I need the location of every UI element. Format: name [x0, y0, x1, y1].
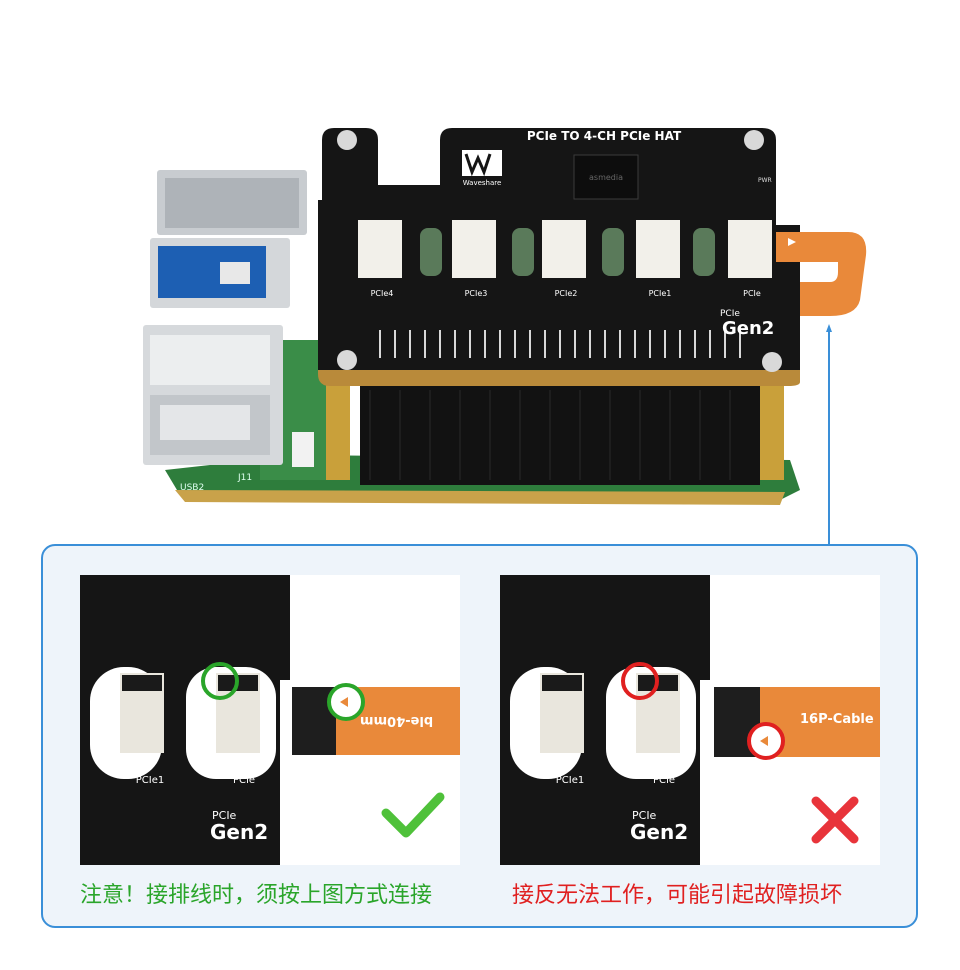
screw: [762, 352, 782, 372]
caption-correct: 注意！接排线时，须按上图方式连接: [80, 883, 433, 908]
cable-label-correct: ble-40mm: [360, 713, 433, 728]
correct-example-card: PCIe1 PCIe PCIe Gen2 ble-40mm: [80, 575, 460, 865]
caption-wrong: 接反无法工作，可能引起故障损坏: [512, 883, 843, 908]
controller-chip: asmedia: [573, 154, 639, 200]
pi-silk-label: USB2: [180, 483, 204, 493]
card-port-label-pcie: PCIe: [233, 775, 255, 786]
callout-arrow: [826, 324, 832, 546]
board-slot: [420, 228, 442, 276]
cable-label-wrong: 16P-Cable: [800, 712, 874, 727]
board-slot: [693, 228, 715, 276]
header-pins: [379, 330, 741, 358]
pcie-hat-board: PCIe TO 4-CH PCIe HAT Waveshare asmedia …: [318, 128, 800, 386]
gen-label-bottom: Gen2: [722, 318, 774, 339]
gen-label-top: PCIe: [720, 309, 740, 319]
waveshare-logo: Waveshare: [462, 150, 502, 187]
usb2-port: [143, 325, 283, 465]
wrong-example-image: PCIe1 PCIe PCIe Gen2 16P-Cable: [500, 575, 880, 865]
board-slot: [602, 228, 624, 276]
port-label-pcie4: PCIe4: [371, 289, 394, 298]
pcie-connectors: [358, 220, 772, 278]
card-port-label-pcie1: PCIe1: [136, 775, 164, 786]
screw: [337, 130, 357, 150]
card-gen-bottom: Gen2: [210, 820, 268, 844]
card-port-label-pcie1: PCIe1: [556, 775, 584, 786]
standoff: [760, 385, 784, 480]
screw: [744, 130, 764, 150]
correct-example-image: PCIe1 PCIe PCIe Gen2 ble-40mm: [80, 575, 460, 865]
screw: [337, 350, 357, 370]
ethernet-port: [157, 170, 307, 235]
port-label-pcie: PCIe: [743, 289, 761, 298]
board-slot: [512, 228, 534, 276]
standoff: [326, 385, 350, 480]
usb3-port: [150, 238, 290, 308]
cross-icon: [811, 796, 859, 844]
pwr-label: PWR: [758, 177, 772, 184]
marker-circle-wrong: [621, 662, 659, 700]
card-gen-bottom: Gen2: [630, 820, 688, 844]
card-port-label-pcie: PCIe: [653, 775, 675, 786]
raspberry-pi-board: USB2 J11: [143, 170, 800, 505]
ffc-cable: [776, 232, 867, 316]
port-label-pcie1: PCIe1: [649, 289, 672, 298]
check-icon: [381, 792, 445, 838]
gpio-header: [360, 385, 760, 485]
chip-text: asmedia: [589, 173, 623, 182]
port-label-pcie3: PCIe3: [465, 289, 488, 298]
marker-circle-correct: [201, 662, 239, 700]
pi-silk-label-2: J11: [237, 473, 252, 483]
hat-photo: USB2 J11 PCIe TO 4-CH PCIe HAT: [143, 128, 867, 505]
hat-title: PCIe TO 4-CH PCIe HAT: [527, 129, 682, 143]
port-label-pcie2: PCIe2: [555, 289, 578, 298]
card-gen-top: PCIe: [632, 809, 657, 822]
wrong-example-card: PCIe1 PCIe PCIe Gen2 16P-Cable: [500, 575, 880, 865]
card-gen-top: PCIe: [212, 809, 237, 822]
logo-text: Waveshare: [463, 179, 502, 187]
